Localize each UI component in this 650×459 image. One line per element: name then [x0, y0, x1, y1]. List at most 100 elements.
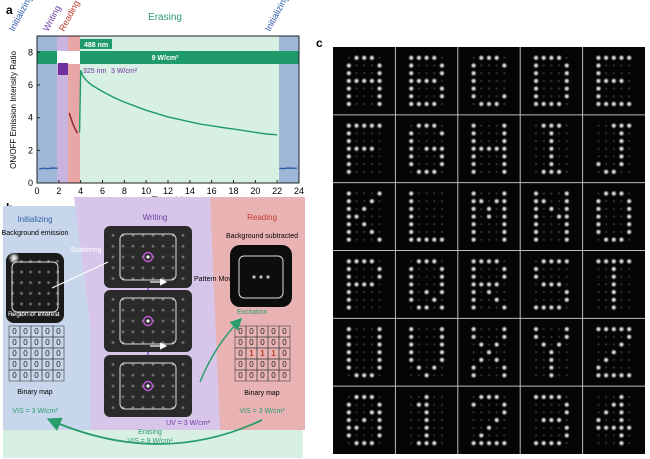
panel-c-spot	[355, 192, 358, 195]
panel-c-spot	[485, 213, 493, 220]
panel-c-spot	[417, 267, 421, 271]
panel-c-spot	[620, 215, 623, 218]
panel-c-spot	[548, 439, 555, 447]
panel-c-spot	[534, 147, 538, 150]
panel-c-spot	[557, 411, 561, 414]
panel-c-spot	[550, 79, 553, 83]
panel-c-spot	[376, 122, 383, 129]
panel-c-spot	[618, 424, 625, 431]
panel-c-spot	[493, 356, 500, 364]
panel-c-spot	[618, 160, 625, 168]
panel-c-spot	[542, 162, 545, 166]
binary-value: 0	[271, 371, 276, 380]
panel-c-spot	[417, 351, 421, 354]
phase-bg-reading	[68, 36, 80, 183]
panel-c-spot	[355, 290, 358, 294]
panel-c-spot	[378, 260, 381, 263]
binary-value: 0	[56, 327, 61, 336]
panel-c-spot	[353, 424, 360, 431]
panel-c-spot	[493, 198, 500, 205]
panel-c-spot	[548, 281, 555, 288]
panel-c-spot	[487, 306, 491, 309]
panel-c-spot	[534, 139, 538, 143]
panel-c-spot	[542, 87, 545, 90]
panel-c-spot	[408, 130, 415, 137]
bar-325nm	[58, 63, 68, 75]
panel-c-spot	[423, 424, 430, 431]
panel-c-spot	[627, 411, 631, 414]
panel-c-spot	[480, 366, 483, 369]
panel-c-spot	[595, 93, 602, 100]
panel-c-spot	[485, 54, 493, 62]
panel-c-spot	[408, 85, 415, 92]
panel-c-spot	[425, 139, 428, 143]
panel-c-spot	[431, 77, 438, 85]
panel-c-spot	[353, 213, 360, 220]
panel-c-spot	[563, 401, 570, 408]
panel-c-spot	[627, 290, 631, 294]
panel-c-spot	[345, 77, 353, 85]
panel-c-spot	[550, 192, 553, 195]
panel-c-spot	[602, 424, 610, 431]
panel-c-spot	[612, 207, 615, 211]
panel-c-spot	[493, 393, 500, 401]
panel-c-spot	[604, 335, 608, 339]
panel-c-spot	[501, 265, 508, 273]
panel-c-spot	[548, 372, 555, 379]
scatter-spot	[8, 252, 20, 264]
panel-c-spot	[376, 70, 383, 77]
panel-c-spot	[417, 374, 421, 377]
panel-c-spot	[602, 54, 610, 62]
panel-c-spot	[627, 275, 631, 278]
panel-c-spot	[363, 139, 366, 143]
uv-spot	[142, 251, 154, 263]
emission-spot	[180, 405, 186, 410]
panel-c-spot	[604, 434, 608, 437]
panel-c-spot	[378, 200, 381, 203]
panel-c-spot	[417, 230, 421, 234]
panel-c-spot	[612, 434, 615, 437]
panel-c-spot	[431, 54, 438, 62]
binary-value: 1	[271, 349, 276, 358]
panel-c-spot	[627, 441, 631, 445]
panel-c-spot	[557, 374, 561, 377]
x-tick-label: 20	[250, 186, 260, 196]
panel-c-spot	[353, 77, 360, 85]
panel-c-spot	[610, 236, 617, 243]
panel-c-spot	[355, 403, 358, 406]
panel-c-spot	[376, 364, 383, 371]
emission-spot	[150, 329, 156, 335]
panel-c-spot	[618, 393, 625, 401]
panel-c-spot	[470, 205, 477, 213]
panel-c-spot	[410, 441, 413, 445]
emission-spot	[110, 340, 116, 345]
panel-c-spot	[433, 87, 436, 90]
panel-c-spot	[415, 304, 423, 311]
panel-c-spot	[415, 168, 423, 176]
panel-c-spot	[542, 411, 545, 414]
panel-c-spot	[534, 260, 538, 263]
phase-bg-writing	[57, 36, 68, 183]
panel-c-spot	[627, 283, 631, 286]
panel-c-spot	[501, 153, 508, 160]
panel-c-spot	[548, 137, 555, 145]
panel-c-spot	[433, 374, 436, 377]
panel-c-spot	[542, 223, 545, 226]
panel-c-spot	[440, 403, 444, 406]
panel-c-spot	[363, 162, 366, 166]
panel-c-spot	[355, 132, 358, 135]
binary-value: 0	[56, 371, 61, 380]
panel-c-spot	[493, 100, 500, 108]
panel-c-spot	[501, 160, 508, 168]
panel-c-spot	[361, 258, 368, 265]
panel-c-spot	[410, 374, 413, 377]
panel-c-spot	[480, 335, 483, 339]
panel-c-spot	[438, 93, 446, 100]
panel-c-spot	[345, 296, 353, 303]
panel-c-spot	[417, 283, 421, 286]
panel-c-spot	[433, 207, 436, 211]
panel-c-spot	[417, 64, 421, 67]
panel-c-spot	[353, 281, 360, 288]
panel-c-spot	[487, 267, 491, 271]
